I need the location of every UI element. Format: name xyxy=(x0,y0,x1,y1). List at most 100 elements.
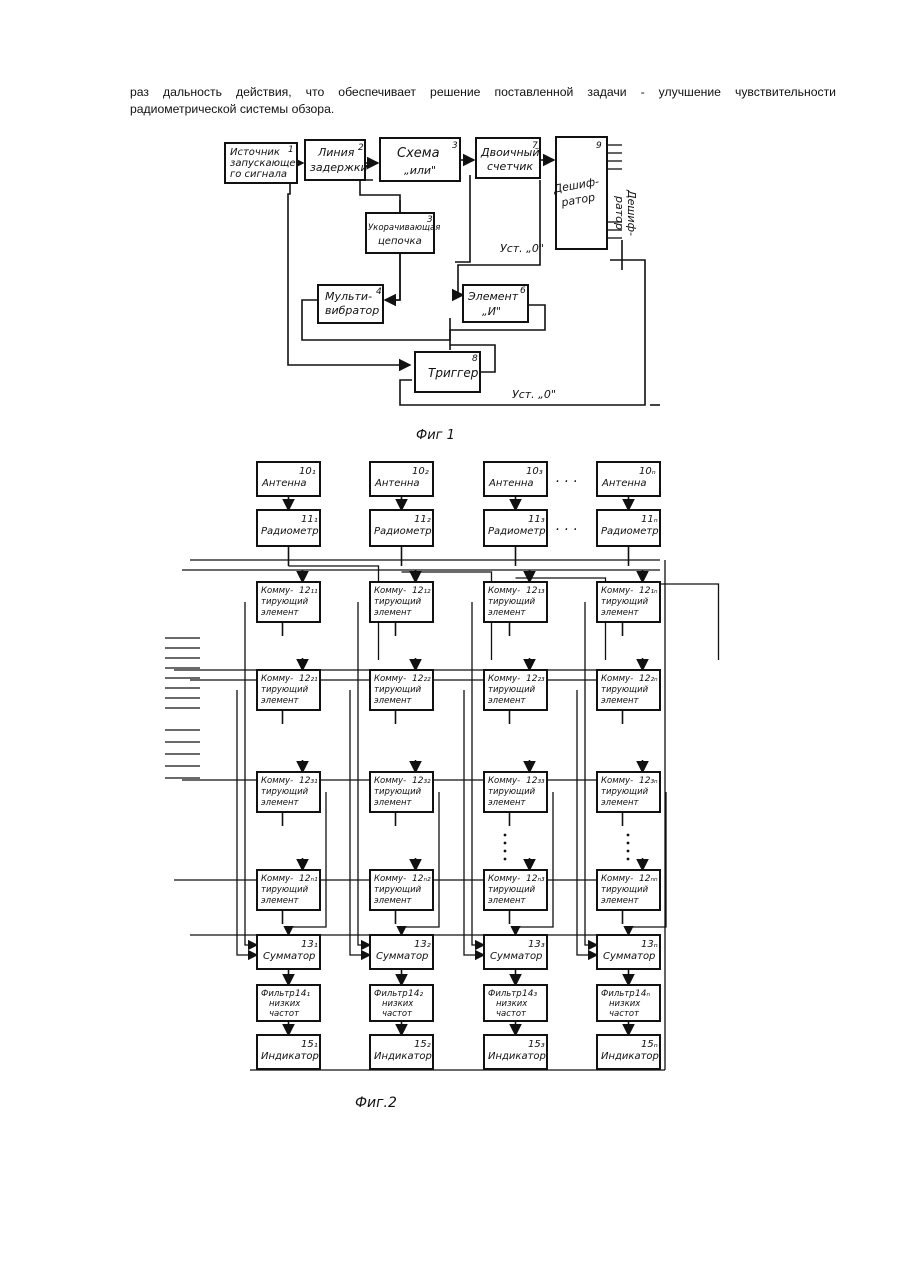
indicator-label: Индикатор xyxy=(601,1051,659,1062)
block-text: Триггер xyxy=(428,366,479,380)
fig1-block-or: Схема „или" 3 xyxy=(380,138,460,181)
switch-text: элемент xyxy=(374,896,413,906)
block-number: 8 xyxy=(472,354,478,364)
switch-text: Комму- xyxy=(488,874,520,884)
switch-text: тирующий xyxy=(261,685,309,695)
wire xyxy=(464,690,484,955)
block-number: 7 xyxy=(532,141,538,151)
switch-text: элемент xyxy=(374,696,413,706)
adder-number: 13₂ xyxy=(414,939,431,950)
column-ellipsis: · · · xyxy=(555,474,577,490)
fig1-block-decoder: Дешиф- ратор 9 Дешиф- ратор xyxy=(552,137,638,249)
filter-text: низких xyxy=(269,999,301,1009)
adder-label: Сумматор xyxy=(263,951,315,962)
switch-text: элемент xyxy=(601,896,640,906)
switch-text: Комму- xyxy=(374,586,406,596)
reset-label: Уст. „0" xyxy=(512,388,556,401)
wire xyxy=(516,792,554,935)
continuation-dot xyxy=(627,842,630,845)
filter-text: Фильтр xyxy=(261,989,295,999)
indicator-number: 15₂ xyxy=(414,1039,431,1050)
wire xyxy=(629,792,667,935)
block-text: Элемент xyxy=(467,290,519,303)
switch-number: 12ₙₙ xyxy=(639,874,658,884)
filter-text: частот xyxy=(382,1009,413,1019)
continuation-dot xyxy=(504,834,507,837)
antenna-number: 10₃ xyxy=(526,466,543,477)
radiometer-label: Радиометр xyxy=(374,526,432,537)
switch-text: тирующий xyxy=(374,685,422,695)
switch-number: 12₃ₙ xyxy=(639,776,658,786)
switch-text: тирующий xyxy=(601,597,649,607)
adder-number: 13₁ xyxy=(301,939,318,950)
switch-text: Комму- xyxy=(261,874,293,884)
filter-text: частот xyxy=(269,1009,300,1019)
switch-text: тирующий xyxy=(374,597,422,607)
block-number: 1 xyxy=(288,145,294,155)
block-text: „или" xyxy=(404,164,436,177)
switch-number: 12ₙ₁ xyxy=(299,874,318,884)
switch-text: элемент xyxy=(374,798,413,808)
block-number: 2 xyxy=(358,143,364,153)
filter-text: частот xyxy=(609,1009,640,1019)
indicator-label: Индикатор xyxy=(488,1051,546,1062)
wire xyxy=(289,792,327,935)
block-number: 3 xyxy=(427,215,433,225)
antenna-label: Антенна xyxy=(261,478,307,489)
figure-1-caption: Фиг 1 xyxy=(416,428,455,443)
fig1-block-source: Источник запускающе- го сигнала 1 xyxy=(225,143,300,183)
fig1-block-shaper: Укорачивающая цепочка 3 xyxy=(366,213,440,253)
block-text: счетчик xyxy=(487,160,533,173)
switch-text: тирующий xyxy=(601,685,649,695)
radiometer-number: 11ₙ xyxy=(641,514,658,525)
radiometer-number: 11₃ xyxy=(528,514,545,525)
switch-text: Комму- xyxy=(261,776,293,786)
antenna-number: 10₂ xyxy=(412,466,429,477)
filter-number: 14ₙ xyxy=(635,989,650,999)
radiometer-number: 11₂ xyxy=(414,514,431,525)
switch-number: 12₁ₙ xyxy=(639,586,658,596)
switch-text: элемент xyxy=(261,896,300,906)
filter-text: низких xyxy=(609,999,641,1009)
filter-text: низких xyxy=(382,999,414,1009)
switch-number: 12₂ₙ xyxy=(639,674,658,684)
switch-number: 12₁₃ xyxy=(526,586,545,596)
antenna-label: Антенна xyxy=(601,478,647,489)
switch-text: Комму- xyxy=(488,586,520,596)
block-text: Схема xyxy=(397,146,440,161)
continuation-dot xyxy=(627,858,630,861)
switch-number: 12ₙ₃ xyxy=(526,874,545,884)
switch-text: Комму- xyxy=(261,674,293,684)
switch-number: 12₁₁ xyxy=(299,586,318,596)
block-text: „И" xyxy=(482,305,501,318)
filter-text: частот xyxy=(496,1009,527,1019)
filter-text: Фильтр xyxy=(374,989,408,999)
radiometer-label: Радиометр xyxy=(488,526,546,537)
continuation-dot xyxy=(627,834,630,837)
switch-text: элемент xyxy=(261,696,300,706)
block-text: запускающе- xyxy=(230,158,300,169)
wire xyxy=(585,602,597,945)
antenna-label: Антенна xyxy=(488,478,534,489)
switch-text: Комму- xyxy=(374,776,406,786)
block-number: 4 xyxy=(376,287,382,297)
wire xyxy=(350,690,370,955)
filter-number: 14₃ xyxy=(522,989,537,999)
indicator-number: 15₃ xyxy=(528,1039,545,1050)
antenna-number: 10ₙ xyxy=(639,466,656,477)
switch-text: элемент xyxy=(601,798,640,808)
continuation-dot xyxy=(504,842,507,845)
filter-number: 14₂ xyxy=(408,989,423,999)
switch-text: Комму- xyxy=(374,674,406,684)
indicator-label: Индикатор xyxy=(261,1051,319,1062)
switch-text: элемент xyxy=(261,798,300,808)
wire xyxy=(237,690,257,955)
switch-text: тирующий xyxy=(488,787,536,797)
figure-2: Антенна10₁Радиометр11₁Комму-тирующийэлем… xyxy=(165,462,719,1111)
adder-number: 13ₙ xyxy=(641,939,658,950)
block-number: 6 xyxy=(520,286,526,296)
block-text: ратор xyxy=(613,195,626,230)
switch-text: тирующий xyxy=(488,885,536,895)
switch-text: Комму- xyxy=(261,586,293,596)
